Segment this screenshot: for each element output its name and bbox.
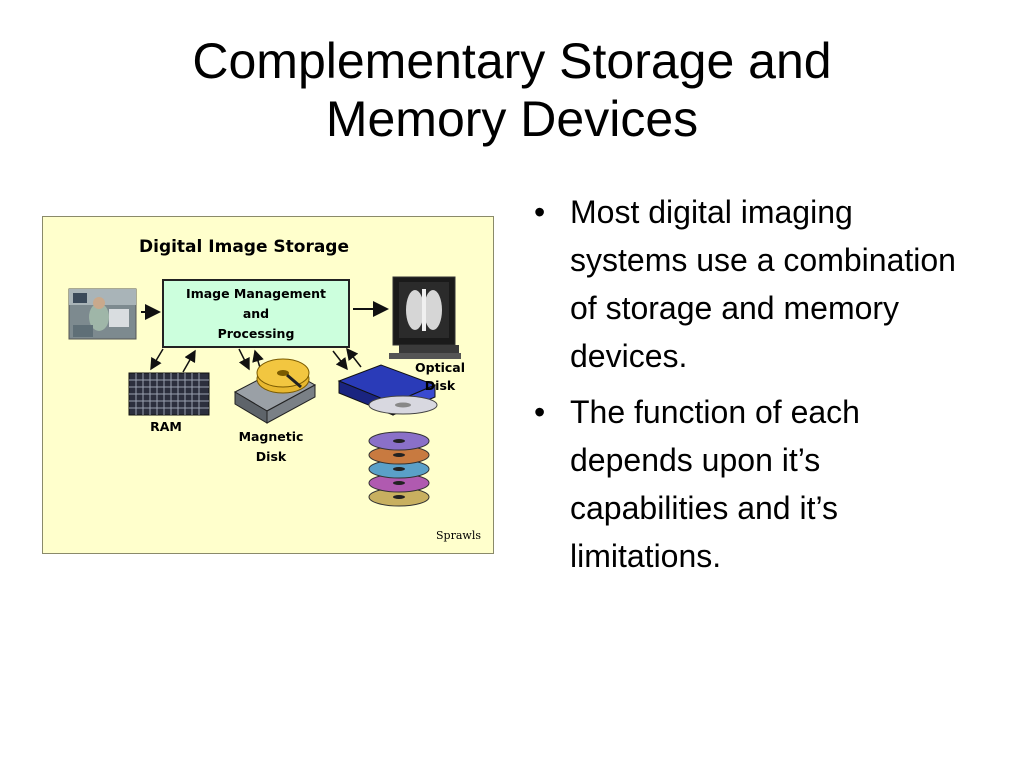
bullet-dot: •: [534, 394, 546, 430]
slide-title-line2: Memory Devices: [325, 91, 699, 147]
bullet-list: • Most digital imaging systems use a com…: [530, 188, 970, 588]
box-label-line3: Processing: [218, 326, 295, 341]
monitor-xray-icon: [389, 276, 461, 359]
ram-label: RAM: [150, 419, 182, 434]
diagram-title: Digital Image Storage: [139, 237, 349, 257]
storage-diagram: Digital Image Storage Image Management a…: [42, 216, 494, 554]
bullet-item: • Most digital imaging systems use a com…: [530, 188, 970, 380]
diagram-credit: Sprawls: [436, 529, 481, 542]
hard-drive-icon: [233, 358, 317, 424]
ram-chip-icon: [128, 372, 210, 416]
optical-drive-icon: [337, 364, 438, 416]
optical-label-line2: Disk: [425, 378, 456, 393]
box-label-line2: and: [243, 306, 269, 321]
optical-label-line1: Optical: [415, 360, 465, 375]
storage-diagram-svg: Digital Image Storage Image Management a…: [68, 237, 481, 542]
bullet-text: Most digital imaging systems use a combi…: [570, 194, 956, 374]
medical-imaging-photo: [68, 288, 137, 340]
magnetic-label-line1: Magnetic: [239, 429, 304, 444]
slide-title-line1: Complementary Storage and: [192, 33, 832, 89]
bullet-dot: •: [534, 194, 546, 230]
image-management-box: [162, 279, 350, 348]
slide-title: Complementary Storage and Memory Devices: [60, 32, 964, 148]
bullet-text: The function of each depends upon it’s c…: [570, 394, 860, 574]
magnetic-label-line2: Disk: [256, 449, 287, 464]
box-label-line1: Image Management: [186, 286, 326, 301]
bullet-item: • The function of each depends upon it’s…: [530, 388, 970, 580]
cd-stack-icon: [368, 431, 430, 507]
